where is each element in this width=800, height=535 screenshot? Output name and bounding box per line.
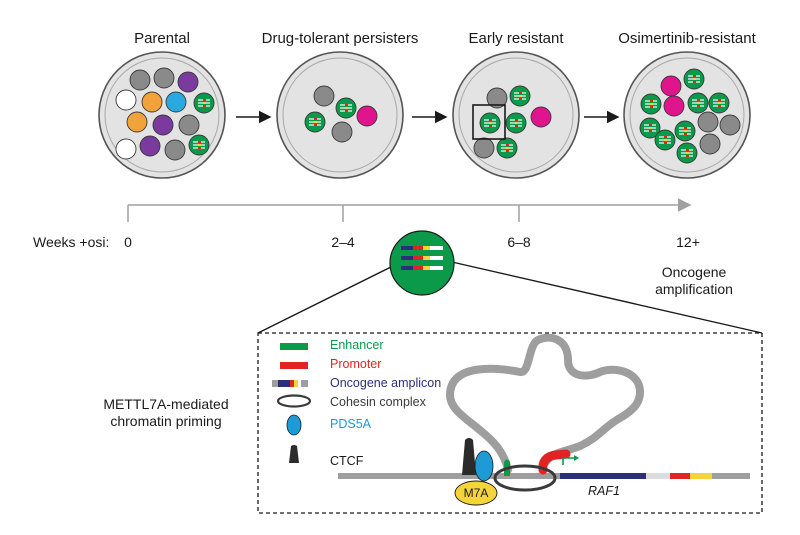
- green-cell: [676, 142, 698, 164]
- ctcf-label: CTCF: [330, 454, 364, 468]
- gray-cell: [129, 69, 151, 91]
- green-cell: [674, 120, 696, 142]
- stage-title-early-resistant: Early resistant: [468, 30, 564, 47]
- dna-strand-left: [338, 473, 560, 479]
- purple-cell: [139, 135, 161, 157]
- dna-strand-right: [712, 473, 750, 479]
- green-cell: [640, 93, 662, 115]
- promoter-swatch: [280, 362, 308, 369]
- raf1-gene-label: RAF1: [588, 484, 620, 498]
- petri-dishes: [98, 51, 751, 179]
- m7a-protein: [454, 480, 498, 506]
- magenta-cell: [660, 75, 682, 97]
- amplicon-yellow-segment: [690, 473, 712, 479]
- chromatin-diagram: [338, 333, 750, 506]
- blue-cell: [165, 91, 187, 113]
- cohesin-swatch: [276, 394, 312, 408]
- green-cell: [335, 97, 357, 119]
- amplicon-red-segment: [670, 473, 690, 479]
- ctcf-swatch: [289, 445, 299, 463]
- green-cell: [496, 137, 518, 159]
- magenta-cell: [356, 105, 378, 127]
- highlight-square: [472, 104, 506, 140]
- gray-cell: [313, 85, 335, 107]
- stage-title-osimertinib-resistant: Osimertinib-resistant: [618, 30, 756, 47]
- chromatin-loop: [445, 333, 645, 474]
- gray-cell: [164, 139, 186, 161]
- magenta-cell: [530, 106, 552, 128]
- legend-oncogene-amplicon-label: Oncogene amplicon: [330, 376, 442, 390]
- pds5a-protein: [474, 450, 494, 482]
- magenta-cell: [663, 95, 685, 117]
- amplicon-white-segment: [646, 473, 670, 479]
- gray-cell: [719, 114, 741, 136]
- petri-dish-1: [98, 51, 226, 179]
- zoom-line-left: [257, 264, 396, 334]
- gray-cell: [331, 121, 353, 143]
- green-cell: [479, 112, 501, 134]
- green-cell: [708, 92, 730, 114]
- white-cell: [115, 89, 137, 111]
- green-cell: [509, 85, 531, 107]
- green-cell: [687, 92, 709, 114]
- orange-cell: [141, 91, 163, 113]
- ctcf-protein: [462, 438, 476, 475]
- tss-arrow-head: [574, 455, 579, 461]
- legend-promoter-label: Promoter: [330, 357, 382, 371]
- oncogene-amplification-line2: amplification: [655, 281, 733, 297]
- oncogene-amplification-line1: Oncogene: [661, 264, 727, 280]
- magnified-amplicon-1: [401, 246, 443, 250]
- petri-dish-4: [623, 51, 751, 179]
- petri-dish-2: [276, 51, 404, 179]
- timeline-label: Weeks +osi:: [33, 234, 110, 250]
- enhancer-swatch: [280, 343, 308, 350]
- stage-title-persisters: Drug-tolerant persisters: [261, 30, 419, 47]
- green-cell: [639, 117, 661, 139]
- petri-dish-3: [452, 51, 580, 179]
- magnified-amplicon-2: [401, 256, 443, 260]
- gray-cell: [473, 137, 495, 159]
- legend-pds5a-label: PDS5A: [330, 417, 371, 431]
- stage-title-parental: Parental: [134, 30, 190, 47]
- green-cell: [654, 129, 676, 151]
- zoom-line-right: [451, 261, 763, 334]
- green-cell: [304, 111, 326, 133]
- raf1-amplicon-segment: [560, 473, 646, 479]
- gray-cell: [697, 111, 719, 133]
- timeline-tick-label-0: 0: [124, 234, 132, 250]
- timeline-tick-label-3: 12+: [676, 234, 700, 250]
- gray-cell: [699, 133, 721, 155]
- gray-cell: [486, 87, 508, 109]
- white-cell: [115, 138, 137, 160]
- green-cell: [193, 92, 215, 114]
- cohesin-ring: [493, 464, 557, 492]
- oncogene-amplicon-swatch: [272, 380, 308, 387]
- mechanism-label: METTL7A-mediated chromatin priming: [103, 396, 228, 430]
- legend-cohesin-label: Cohesin complex: [330, 395, 426, 409]
- green-cell: [505, 112, 527, 134]
- purple-cell: [177, 71, 199, 93]
- oncogene-amplification-label: Oncogene amplification: [655, 264, 733, 298]
- mechanism-label-line1: METTL7A-mediated: [103, 396, 229, 412]
- legend-enhancer-label: Enhancer: [330, 338, 384, 352]
- magnified-amplicon-3: [401, 266, 443, 270]
- green-cell: [683, 68, 705, 90]
- timeline-tick-label-2: 6–8: [507, 234, 531, 250]
- m7a-label: M7A: [463, 486, 489, 500]
- magnified-cell: [389, 230, 455, 296]
- pds5a-swatch: [286, 414, 302, 436]
- legend-swatches: [272, 343, 312, 463]
- mechanism-label-line2: chromatin priming: [110, 413, 222, 429]
- orange-cell: [126, 111, 148, 133]
- green-cell: [188, 134, 210, 156]
- tss-arrow: [562, 457, 575, 465]
- detail-box: [257, 332, 763, 514]
- purple-cell: [152, 114, 174, 136]
- gray-cell: [178, 114, 200, 136]
- gray-cell: [153, 67, 175, 89]
- timeline-tick-label-1: 2–4: [331, 234, 355, 250]
